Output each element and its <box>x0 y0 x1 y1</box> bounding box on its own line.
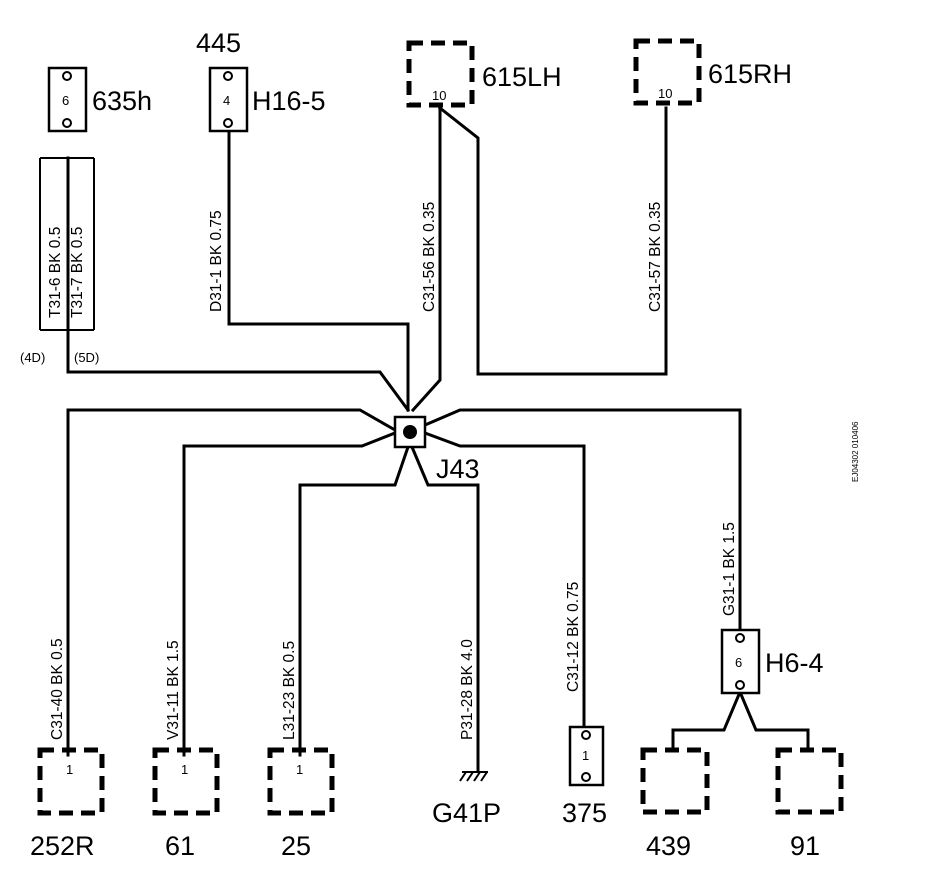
connector-label: 252R <box>30 831 95 861</box>
connector-61[interactable]: 1 61 <box>152 747 220 861</box>
wire-h6-4-split <box>671 690 810 752</box>
wire-t31 <box>66 156 411 413</box>
ground-label: G41P <box>432 798 501 828</box>
ground-icon <box>459 771 488 782</box>
connector-pin: 1 <box>296 762 303 777</box>
wire-label-c31-40: C31-40 BK 0.5 <box>49 638 66 740</box>
pin-hole-bottom <box>62 118 72 128</box>
connector-top-label: 445 <box>196 28 241 58</box>
pin-hole-top <box>62 71 72 81</box>
wire-label-g31-1: G31-1 BK 1.5 <box>721 522 738 616</box>
connector-label: 615LH <box>482 62 562 92</box>
connector-615lh[interactable]: 10 615LH <box>406 40 562 108</box>
wire-g31-1 <box>423 408 742 634</box>
wire-c31-12 <box>423 431 586 730</box>
variant-label-4d: (4D) <box>20 350 45 365</box>
wire-615lh-loop <box>437 105 668 376</box>
connector-635h[interactable]: 6 635h <box>47 66 152 133</box>
pin-hole-bottom <box>581 772 591 782</box>
pin-hole-top <box>223 71 233 81</box>
wire-label-p31-28: P31-28 BK 4.0 <box>459 639 476 740</box>
connector-pin: 1 <box>181 762 188 777</box>
connector-pin: 4 <box>223 93 230 108</box>
connector-615rh[interactable]: 10 615RH <box>633 38 792 106</box>
wire-c31-40 <box>66 408 398 757</box>
connector-h6-4[interactable]: 6 H6-4 <box>720 628 824 695</box>
connector-label: 61 <box>165 831 195 861</box>
wire-c31-56 <box>410 106 442 413</box>
connector-label: 439 <box>646 831 691 861</box>
connector-91[interactable]: 91 <box>775 747 844 861</box>
wire-label-l31-23: L31-23 BK 0.5 <box>281 641 298 740</box>
wires <box>39 105 810 772</box>
connector-pin: 1 <box>582 748 589 763</box>
junction-label: J43 <box>436 454 480 484</box>
connector-h16-5[interactable]: 4 H16-5 445 <box>196 28 326 133</box>
wire-label-c31-57: C31-57 BK 0.35 <box>647 202 664 312</box>
connector-375[interactable]: 1 375 <box>562 725 607 828</box>
variant-label-5d: (5D) <box>74 350 99 365</box>
connector-label: H6-4 <box>765 648 824 678</box>
connector-label: H16-5 <box>252 86 326 116</box>
connector-pin: 6 <box>62 93 69 108</box>
connector-pin: 1 <box>66 762 73 777</box>
wire-label-d31-1: D31-1 BK 0.75 <box>208 210 225 312</box>
connector-252r[interactable]: 1 252R <box>30 747 105 861</box>
wire-v31-11 <box>182 431 397 757</box>
connector-label: 635h <box>92 86 152 116</box>
pin-hole-top <box>581 730 591 740</box>
connector-label: 91 <box>790 831 820 861</box>
wire-label-c31-12: C31-12 BK 0.75 <box>565 582 582 692</box>
connector-label: 375 <box>562 798 607 828</box>
ground-g41p[interactable]: G41P <box>432 771 501 828</box>
wire-p31-28 <box>410 445 480 772</box>
connector-pin: 6 <box>735 655 742 670</box>
junction-j43[interactable]: J43 <box>393 415 480 484</box>
pin-hole-top <box>735 633 745 643</box>
connector-label: 615RH <box>708 59 792 89</box>
junction-dot <box>403 425 417 439</box>
connector-25[interactable]: 1 25 <box>267 747 335 861</box>
connector-439[interactable]: 439 <box>640 747 710 861</box>
pin-hole-bottom <box>735 680 745 690</box>
wire-bracket-top <box>39 157 95 331</box>
wire-label-t31-6: T31-6 BK 0.5 <box>47 227 64 318</box>
connector-pin: 10 <box>658 86 672 101</box>
wire-labels: T31-6 BK 0.5 T31-7 BK 0.5 D31-1 BK 0.75 … <box>47 202 738 740</box>
wire-d31-1 <box>227 126 410 412</box>
wire-label-t31-7: T31-7 BK 0.5 <box>69 227 86 318</box>
connector-label: 25 <box>281 831 311 861</box>
wire-label-c31-56: C31-56 BK 0.35 <box>421 202 438 312</box>
wire-l31-23 <box>298 445 410 757</box>
connector-pin: 10 <box>432 88 446 103</box>
pin-hole-bottom <box>223 118 233 128</box>
wire-label-v31-11: V31-11 BK 1.5 <box>165 640 182 740</box>
document-code: EJ04302 010406 <box>851 421 860 482</box>
